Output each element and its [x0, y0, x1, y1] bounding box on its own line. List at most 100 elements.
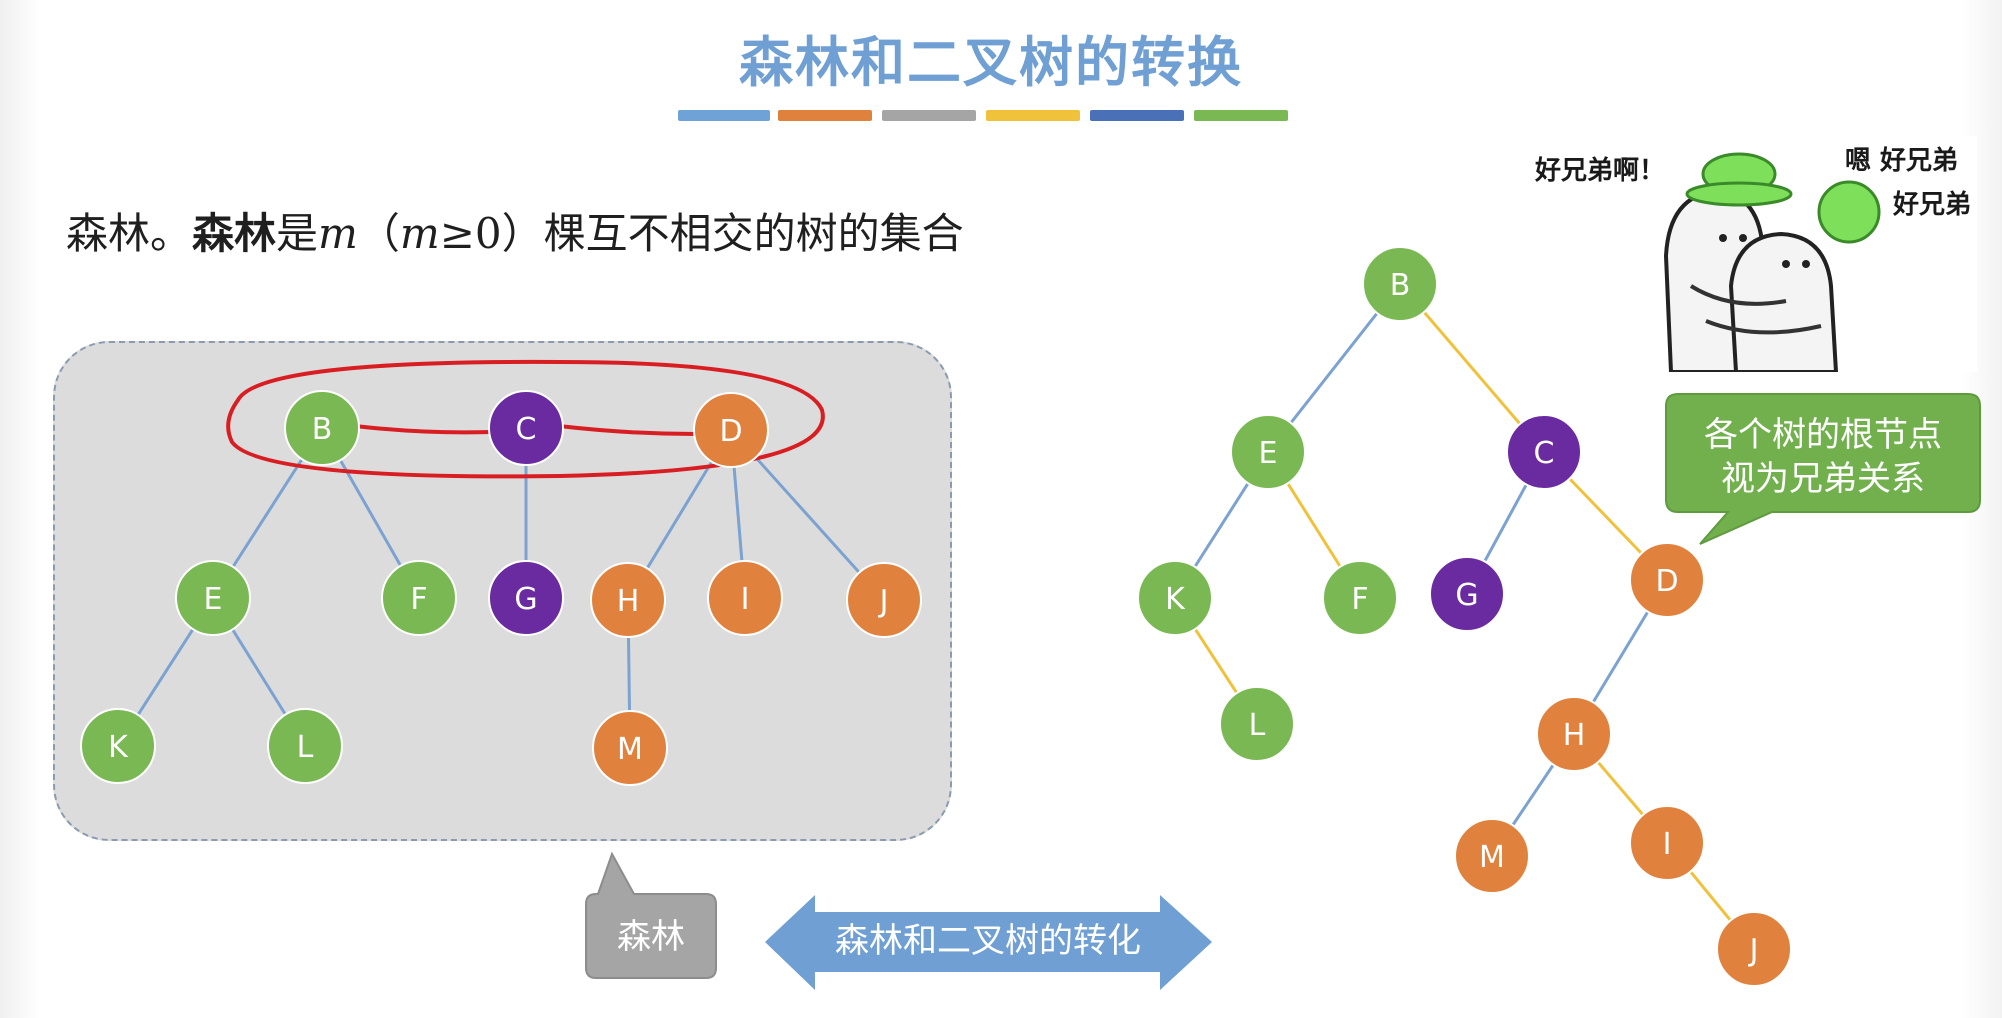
forest-node-label-e: E [204, 582, 223, 617]
bt-node-circle-h [1536, 696, 1612, 772]
definition-prefix: 森林。 [66, 209, 193, 258]
bt-node-k: K [1137, 560, 1213, 636]
forest-callout-label: 森林 [617, 917, 685, 957]
meme-eye-4 [1802, 260, 1810, 268]
bt-node-label-h: H [1563, 718, 1586, 753]
forest-node-label-k: K [108, 730, 129, 765]
forest-node-l: L [267, 708, 343, 784]
convert-arrow: 森林和二叉树的转化 [765, 895, 1212, 990]
bt-node-c: C [1506, 414, 1582, 490]
bt-node-circle-j [1716, 911, 1792, 987]
forest-definition: 森林。森林是m（m≥0）棵互不相交的树的集合 [66, 200, 964, 261]
bt-node-d: D [1629, 542, 1705, 618]
forest-node-circle-g [488, 560, 564, 636]
definition-paren-close: ） [501, 209, 544, 258]
forest-node-circle-m [592, 710, 668, 786]
bt-node-circle-i [1629, 805, 1705, 881]
root-callout-line-1: 各个树的根节点 [1704, 415, 1942, 455]
bt-node-circle-e [1230, 414, 1306, 490]
forest-node-label-c: C [516, 412, 537, 447]
bt-node-label-i: I [1663, 827, 1672, 862]
forest-node-label-m: M [617, 732, 643, 767]
definition-var-m: m [318, 209, 358, 258]
binary-tree-nodes: B E C K F G D L H M I J [1137, 246, 1792, 987]
bt-node-circle-d [1629, 542, 1705, 618]
meme-hat-right [1817, 180, 1881, 244]
bt-node-label-d: D [1655, 564, 1678, 599]
meme-hat-left-brim [1685, 181, 1793, 207]
forest-node-circle-l [267, 708, 343, 784]
forest-node-j: J [846, 562, 922, 638]
forest-node-m: M [592, 710, 668, 786]
bt-node-label-j: J [1748, 933, 1759, 968]
forest-node-label-i: I [741, 582, 750, 617]
forest-callout-shape [585, 851, 717, 979]
forest-node-k: K [80, 708, 156, 784]
forest-node-c: C [488, 390, 564, 466]
forest-node-label-d: D [719, 414, 742, 449]
forest-root-link-b-c [354, 424, 492, 435]
forest-node-label-g: G [514, 582, 537, 617]
bt-node-m: M [1454, 818, 1530, 894]
bt-node-b: B [1362, 246, 1438, 322]
bt-node-label-e: E [1259, 436, 1278, 471]
definition-rest: 棵互不相交的树的集合 [543, 209, 964, 258]
bt-node-circle-k [1137, 560, 1213, 636]
meme-text-left: 好兄弟啊！ [1535, 156, 1666, 186]
meme-arms [1689, 284, 1822, 335]
forest-node-e: E [175, 560, 251, 636]
bt-node-label-f: F [1351, 582, 1368, 617]
forest-node-label-b: B [312, 412, 333, 447]
bt-node-label-b: B [1390, 268, 1411, 303]
meme-eye-2 [1739, 234, 1747, 242]
definition-condition: ≥0 [439, 209, 502, 258]
meme-drawing [1663, 152, 1881, 374]
bt-node-j: J [1716, 911, 1792, 987]
bt-node-h: H [1536, 696, 1612, 772]
title-color-bar-3 [882, 110, 976, 121]
definition-var-m-2: m [399, 209, 440, 258]
root-callout-line-2: 视为兄弟关系 [1721, 459, 1925, 499]
convert-arrow-shape [765, 895, 1212, 990]
convert-arrow-label: 森林和二叉树的转化 [835, 921, 1141, 961]
bt-node-circle-l [1219, 686, 1295, 762]
slide-title: 森林和二叉树的转换 [739, 31, 1243, 94]
title-color-bar-1 [678, 110, 770, 121]
bt-node-f: F [1322, 560, 1398, 636]
forest-root-links [354, 424, 697, 436]
bt-node-circle-f [1322, 560, 1398, 636]
forest-node-circle-c [488, 390, 564, 466]
definition-paren-open: （ [357, 209, 400, 258]
bt-node-label-g: G [1455, 578, 1478, 613]
meme-eye-1 [1719, 234, 1727, 242]
forest-node-label-f: F [410, 582, 427, 617]
forest-node-g: G [488, 560, 564, 636]
forest-node-circle-j [846, 562, 922, 638]
definition-keyword: 森林 [192, 209, 277, 258]
forest-node-d: D [693, 392, 769, 468]
forest-node-label-h: H [617, 584, 640, 619]
meme-eye-3 [1782, 260, 1790, 268]
forest-node-circle-b [284, 390, 360, 466]
title-color-bar-5 [1090, 110, 1184, 121]
bt-node-e: E [1230, 414, 1306, 490]
bt-node-circle-c [1506, 414, 1582, 490]
forest-node-circle-k [80, 708, 156, 784]
root-highlight-ellipse [226, 359, 825, 479]
bt-node-circle-m [1454, 818, 1530, 894]
definition-is: 是 [276, 209, 319, 258]
forest-nodes: B C D E F G H I J K L M [80, 390, 922, 786]
bt-node-label-c: C [1534, 436, 1555, 471]
forest-node-circle-d [693, 392, 769, 468]
forest-node-i: I [707, 560, 783, 636]
bt-node-l: L [1219, 686, 1295, 762]
bt-node-circle-g [1429, 556, 1505, 632]
forest-node-circle-f [381, 560, 457, 636]
bt-node-label-k: K [1165, 582, 1186, 617]
bt-node-label-m: M [1479, 840, 1505, 875]
forest-node-label-l: L [297, 730, 314, 765]
title-color-bar-2 [778, 110, 872, 121]
bt-node-g: G [1429, 556, 1505, 632]
forest-callout: 森林 [585, 851, 717, 979]
